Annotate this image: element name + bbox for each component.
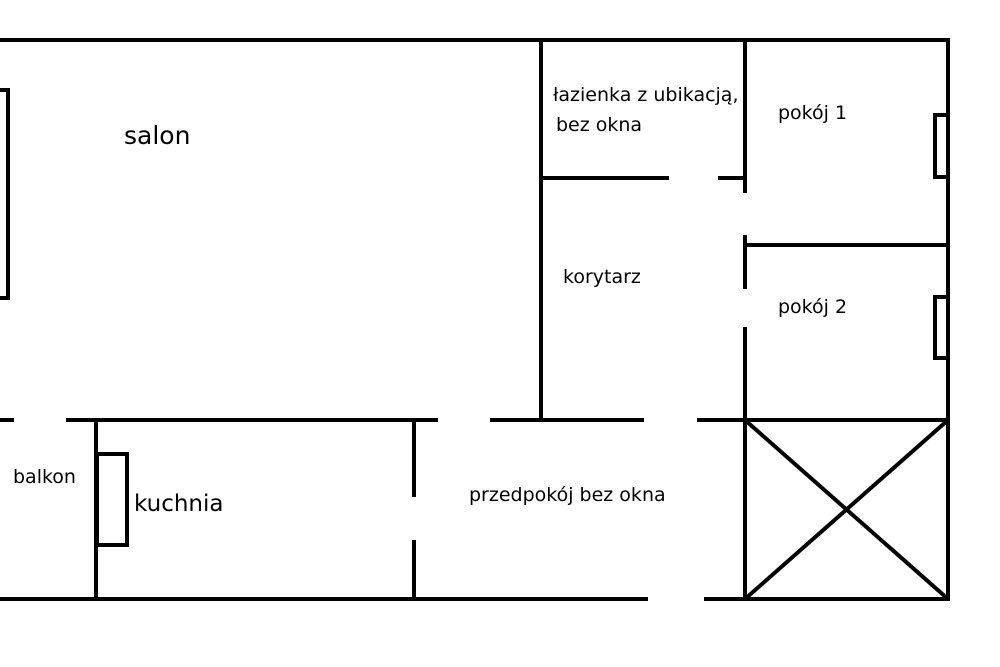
room-label-korytarz: korytarz	[563, 266, 641, 288]
salon-window	[0, 88, 10, 300]
room-label-lazienka-line2: bez okna	[556, 114, 642, 136]
room-label-przedpokoj: przedpokój bez okna	[469, 484, 666, 506]
room-label-kuchnia: kuchnia	[134, 491, 223, 517]
kuchnia-window	[95, 452, 129, 547]
room-label-lazienka-line1: łazienka z ubikacją,	[553, 84, 739, 106]
pokoj1-window	[933, 113, 950, 179]
room-label-pokoj1: pokój 1	[778, 102, 847, 124]
room-label-balkon: balkon	[13, 466, 76, 488]
cross-box-diagonal-2	[743, 418, 950, 601]
room-label-salon: salon	[124, 121, 190, 150]
room-label-pokoj2: pokój 2	[778, 296, 847, 318]
pokoj2-window	[933, 295, 950, 360]
